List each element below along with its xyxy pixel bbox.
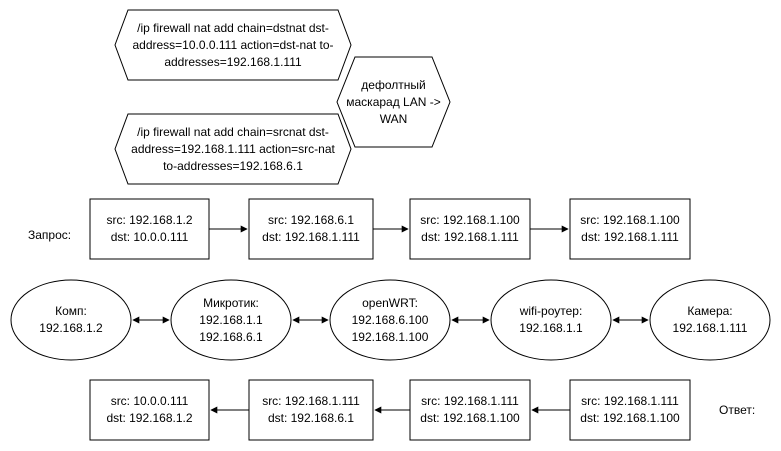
- response-box-2-text: src: 192.168.1.111 dst: 192.168.6.1: [262, 394, 360, 425]
- device-camera: [649, 279, 771, 361]
- response-label: Ответ:: [719, 403, 756, 417]
- request-label: Запрос:: [28, 228, 72, 242]
- device-openwrt-text: openWRT: 192.168.6.100 192.168.1.100: [351, 295, 429, 344]
- device-mikrotik-text: Микротик: 192.168.1.1 192.168.6.1: [199, 295, 263, 344]
- device-wifi-router-text: wifi-роутер: 192.168.1.1: [519, 304, 583, 335]
- device-computer-text: Комп: 192.168.1.2: [39, 304, 103, 335]
- device-computer: [10, 279, 132, 361]
- response-box-4: [569, 379, 691, 441]
- srcnat-command-text: /ip firewall nat add chain=srcnat dst- a…: [131, 124, 335, 173]
- masquerade-text: дефолтный маскарад LAN -> WAN: [346, 77, 441, 126]
- dstnat-command-hexagon: [114, 9, 352, 81]
- request-box-2-text: src: 192.168.6.1 dst: 192.168.1.111: [262, 213, 360, 244]
- request-box-4-text: src: 192.168.1.100 dst: 192.168.1.111: [580, 213, 680, 244]
- request-box-1-text: src: 192.168.1.2 dst: 10.0.0.111: [106, 213, 193, 244]
- request-box-4: [569, 198, 691, 260]
- device-camera-text: Камера: 192.168.1.111: [672, 304, 748, 335]
- response-box-3: [409, 379, 531, 441]
- response-box-4-text: src: 192.168.1.111 dst: 192.168.1.100: [580, 394, 680, 425]
- device-mikrotik: [170, 279, 292, 361]
- dstnat-command-text: /ip firewall nat add chain=dstnat dst- a…: [132, 20, 334, 69]
- request-box-3-text: src: 192.168.1.100 dst: 192.168.1.111: [420, 213, 520, 244]
- response-box-2: [248, 379, 374, 441]
- device-wifi-router: [490, 279, 612, 361]
- response-box-1-text: src: 10.0.0.111 dst: 192.168.1.2: [106, 394, 193, 425]
- device-openwrt: [329, 279, 451, 361]
- srcnat-command-hexagon: [114, 113, 352, 185]
- request-box-2: [248, 198, 374, 260]
- masquerade-hexagon: [336, 56, 451, 148]
- response-box-1: [89, 379, 210, 441]
- request-box-1: [89, 198, 210, 260]
- response-box-3-text: src: 192.168.1.111 dst: 192.168.1.100: [420, 394, 520, 425]
